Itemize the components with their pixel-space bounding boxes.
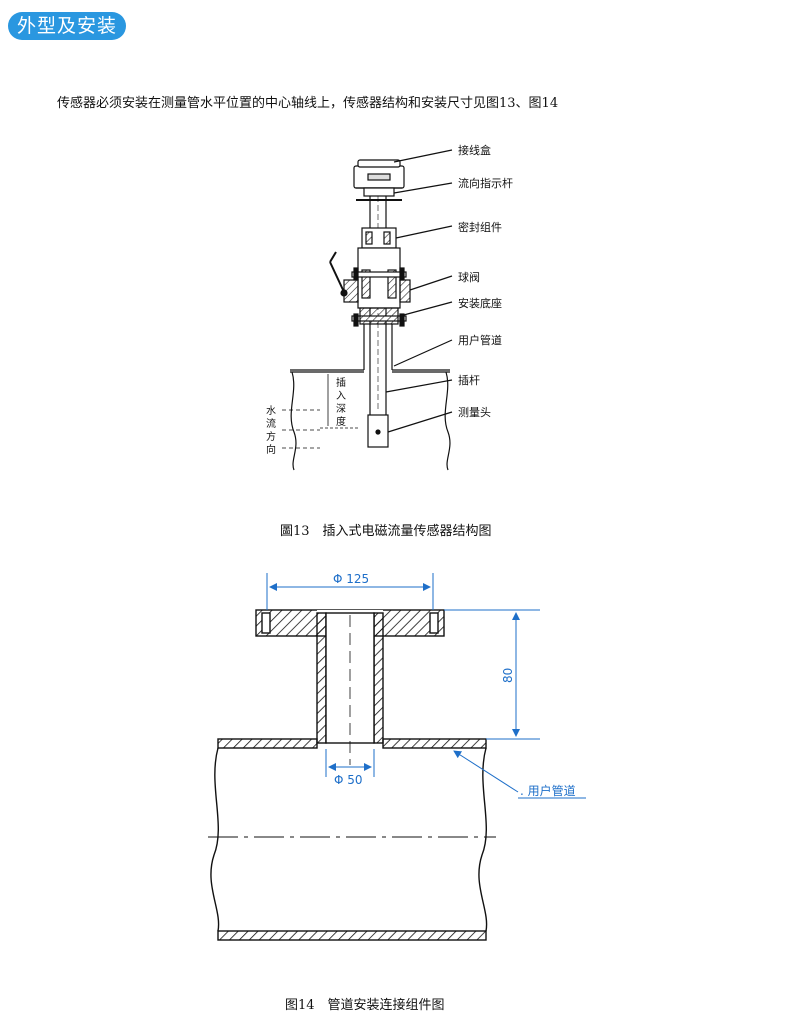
- dim-flange-diameter: Φ 125: [333, 572, 369, 586]
- flow-direction-char: 流: [266, 417, 276, 430]
- dim-height: 80: [501, 668, 515, 683]
- label-measuring-head: 测量头: [458, 406, 491, 419]
- label-seal-assembly: 密封组件: [458, 220, 502, 234]
- flow-direction-char: 向: [266, 443, 276, 456]
- insert-depth-char: 深: [336, 403, 346, 415]
- insert-depth-char: 度: [336, 415, 346, 428]
- insert-depth-char: 插: [336, 376, 346, 389]
- label-ball-valve: 球阀: [458, 270, 480, 284]
- intro-paragraph: 传感器必须安装在测量管水平位置的中心轴线上，传感器结构和安装尺寸见图13、图14: [57, 96, 559, 111]
- label-mounting-base: 安装底座: [458, 296, 502, 310]
- flow-direction-char: 方: [266, 430, 276, 443]
- section-title-badge: 外型及安装: [8, 12, 126, 40]
- insert-depth-char: 入: [336, 391, 346, 402]
- figure-14-caption: 图14 管道安装连接组件图: [285, 998, 445, 1013]
- figure-13-diagram: 接线盒 流向指示杆 密封组件 球阀 安装底座 用户管道 插杆 测量头 插 入 深…: [266, 143, 513, 471]
- label-user-pipe-fig14: . 用户管道: [520, 783, 576, 798]
- label-junction-box: 接线盒: [458, 143, 491, 157]
- flow-direction-char: 水: [266, 405, 276, 417]
- label-user-pipe: 用户管道: [458, 333, 502, 347]
- label-flow-indicator-rod: 流向指示杆: [458, 176, 513, 190]
- figure-14-diagram: Φ 125 Φ 50 80 . 用户管道: [208, 572, 586, 941]
- dim-pipe-diameter: Φ 50: [334, 773, 363, 787]
- label-insert-rod: 插杆: [458, 373, 480, 387]
- figure-13-caption: 圖13 插入式电磁流量传感器结构图: [280, 524, 492, 539]
